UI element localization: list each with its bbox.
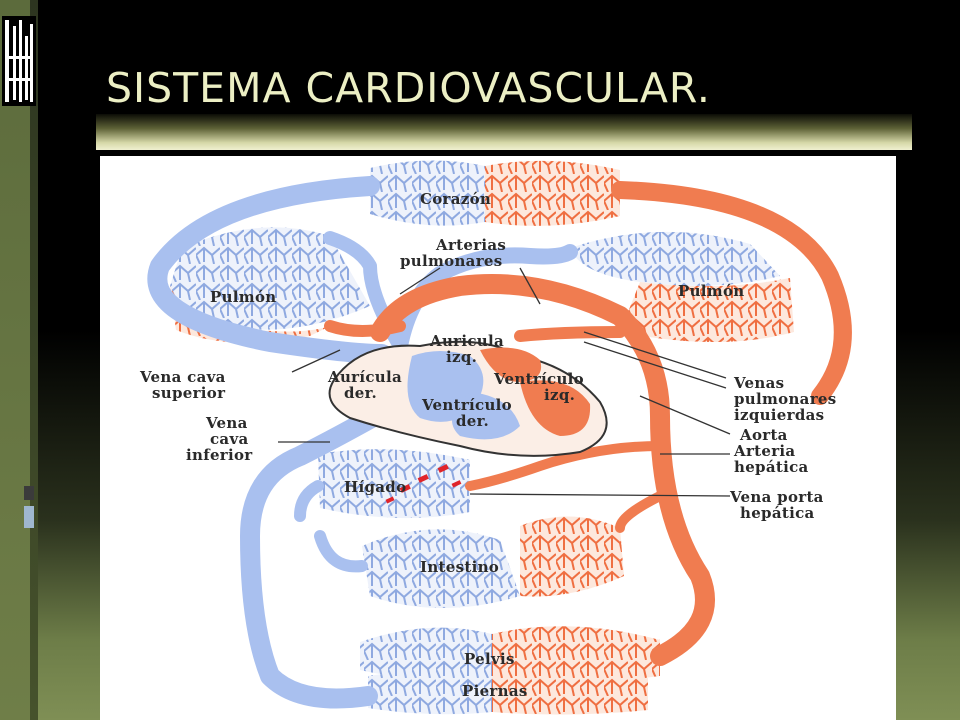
label-pelvis: Pelvis xyxy=(464,650,515,668)
label-vena-porta-1: Vena porta xyxy=(729,488,824,506)
side-marker-light xyxy=(24,506,34,528)
pulmonary-veins-path xyxy=(324,320,626,342)
label-arterias-2: pulmonares xyxy=(400,252,503,270)
label-ventriculo-der-1: Ventrículo xyxy=(421,396,512,414)
label-auricula-izq-2: izq. xyxy=(446,348,477,366)
label-vena-cava-sup-2: superior xyxy=(152,384,226,402)
left-atrium-shape xyxy=(480,347,542,382)
arterial-vessels xyxy=(324,181,852,666)
label-venas-pulm-1: Venas xyxy=(733,374,784,392)
right-lung-capillaries xyxy=(570,231,794,342)
head-capillaries xyxy=(370,160,620,226)
liver-capillaries xyxy=(318,449,470,519)
aorta-path xyxy=(370,274,715,666)
inferior-vena-cava-path xyxy=(240,392,410,709)
label-intestino: Intestino xyxy=(420,558,499,576)
title-underline-bar xyxy=(96,114,912,150)
intestine-capillaries xyxy=(362,516,624,608)
portal-vein-path xyxy=(294,480,368,573)
liver-blood-marks xyxy=(385,464,462,504)
right-ventricle-shape xyxy=(452,392,520,440)
left-ventricle-shape xyxy=(520,380,591,436)
label-auricula-izq-1: Auricula xyxy=(429,332,504,350)
cardiovascular-diagram: Corazón Arterias pulmonares Pulmón Pulmó… xyxy=(139,160,852,715)
leader-lines xyxy=(278,267,731,497)
label-pulmon-right: Pulmón xyxy=(678,282,744,300)
label-piernas: Piernas xyxy=(462,682,528,700)
mesenteric-artery-path xyxy=(615,491,665,533)
label-corazon: Corazón xyxy=(420,190,491,208)
pelvis-capillaries xyxy=(360,626,660,682)
aortic-arch-to-head-path xyxy=(611,181,852,405)
hepatic-artery-path xyxy=(465,441,665,491)
slide-title: SISTEMA CARDIOVASCULAR. xyxy=(106,64,711,112)
label-vena-cava-inf-2: cava xyxy=(210,430,249,448)
grid-decoration-icon xyxy=(2,16,36,106)
label-ventriculo-izq-2: izq. xyxy=(544,386,575,404)
label-venas-pulm-3: izquierdas xyxy=(734,406,824,424)
label-venas-pulm-2: pulmonares xyxy=(734,390,837,408)
label-higado: Hígado xyxy=(344,478,406,496)
label-vena-cava-sup-1: Vena cava xyxy=(139,368,226,386)
heart xyxy=(328,340,608,457)
label-pulmon-left: Pulmón xyxy=(210,288,276,306)
label-ventriculo-izq-1: Ventrículo xyxy=(493,370,584,388)
label-ventriculo-der-2: der. xyxy=(456,412,489,430)
label-vena-cava-inf-3: inferior xyxy=(186,446,253,464)
left-decorative-band xyxy=(30,0,38,720)
side-marker-dark xyxy=(24,486,34,500)
label-vena-porta-2: hepática xyxy=(740,504,815,522)
label-auricula-der-2: der. xyxy=(344,384,377,402)
label-auricula-der-1: Aurícula xyxy=(327,368,402,386)
label-arteria-hep-1: Arteria xyxy=(733,442,795,460)
label-arterias-1: Arterias xyxy=(435,236,506,254)
label-aorta: Aorta xyxy=(739,426,788,444)
label-arteria-hep-2: hepática xyxy=(734,458,809,476)
legs-capillaries xyxy=(368,671,648,715)
label-vena-cava-inf-1: Vena xyxy=(205,414,248,432)
diagram-frame: Corazón Arterias pulmonares Pulmón Pulmó… xyxy=(100,156,896,720)
